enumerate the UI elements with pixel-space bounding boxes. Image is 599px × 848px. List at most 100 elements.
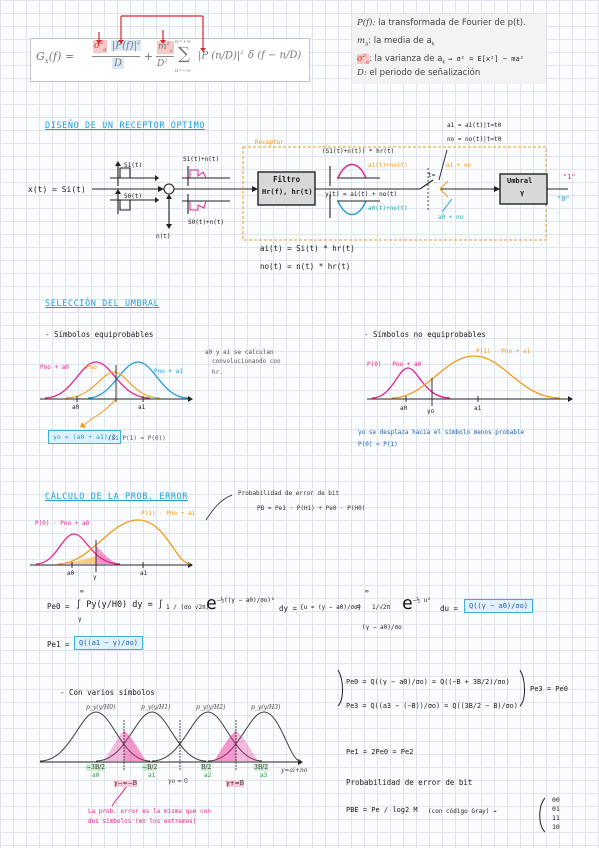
gray-code-3: 10 bbox=[552, 823, 560, 831]
filter-label-1: Filtro bbox=[273, 175, 301, 184]
error-axis-a1: a1 bbox=[140, 570, 148, 577]
bit-error-title: Probabilidad de error de bit bbox=[346, 778, 473, 787]
tick-label-3: 3B/2 bbox=[254, 764, 269, 771]
pe0-exp-2: e−½ u² bbox=[402, 593, 431, 614]
pdf-label-h0: p_y(y/H0) bbox=[86, 704, 116, 711]
noise-label: n(t) bbox=[156, 233, 171, 240]
pe0-frac-2: 1/√2π bbox=[372, 604, 391, 611]
formula-plus: + bbox=[144, 50, 154, 63]
umbral-label-1: Umbral bbox=[507, 177, 533, 185]
multi-axis-label: y=ai+no bbox=[281, 767, 308, 774]
umbral-label-2: γ bbox=[520, 189, 525, 197]
left-axis-a1: a1 bbox=[138, 404, 146, 411]
pe0-integral: ∫ Py(y/H0) dy = ∫ bbox=[76, 600, 163, 610]
formula-m-term: m2a bbox=[157, 41, 174, 54]
sum-bottom-label: S0(t)+n(t) bbox=[188, 219, 225, 226]
error-label-orange: P(1) · Pno + a1 bbox=[141, 510, 196, 517]
tick-sub-3: a3 bbox=[260, 772, 268, 779]
sample-label: t= bbox=[428, 172, 436, 179]
formula-delta-term: δ (f − n/D) bbox=[248, 50, 302, 61]
error-label-pink: P(0) · Pno + a0 bbox=[35, 520, 90, 527]
left-label-blue: Pno + a1 bbox=[154, 368, 183, 375]
gamma-zero: γo = 0 bbox=[168, 778, 188, 785]
brace-result: Pe3 = Pe0 bbox=[530, 685, 568, 693]
left-note-2: convolucionando con bbox=[212, 358, 281, 365]
formula-pf-term: |P(f)|2 bbox=[111, 40, 142, 52]
formula-lhs: Gx(f) = bbox=[36, 50, 75, 66]
right-subtitle: - Símbolos no equiprobables bbox=[364, 330, 486, 339]
legend-item-d: D: el periodo de señalización bbox=[357, 68, 481, 78]
pe1-lhs: Pe1 = bbox=[47, 640, 70, 649]
error-note: Probabilidad de error de bit bbox=[238, 490, 340, 497]
a1n-label: a1(t)+no(t) bbox=[368, 162, 408, 169]
multi-note-1: La prob. error es la misma que con bbox=[88, 808, 211, 815]
formula-sum-top: n=+∞ bbox=[175, 39, 191, 45]
pe0-frac: 1 / (σo √2π) bbox=[166, 604, 210, 611]
gamma-box: γo = (a0 + a1)/2 bbox=[48, 430, 121, 444]
tick-sub-2: a2 bbox=[204, 772, 212, 779]
pbe-equation: PBE = Pe / log2 M bbox=[346, 806, 418, 814]
formula-frac-line-2 bbox=[156, 56, 174, 57]
formula-den-d2: D2 bbox=[157, 58, 168, 69]
gamma-minus: γ−=−B bbox=[114, 780, 138, 787]
eq-no: no(t) = n(t) * hr(t) bbox=[260, 262, 351, 271]
tick-label-1: −B/2 bbox=[142, 764, 158, 771]
legend-item-pf: P(f): la transformada de Fourier de p(t)… bbox=[357, 18, 526, 28]
pe0-eq2: = bbox=[356, 602, 361, 611]
right-axis-a1: a1 bbox=[474, 405, 482, 412]
pe0-lim-upper: ∞ bbox=[80, 588, 84, 595]
section-title-umbral: SELECCIÓN DEL UMBRAL bbox=[45, 299, 160, 309]
error-axis-g: γ bbox=[93, 574, 97, 581]
tick-sub-1: a1 bbox=[148, 772, 156, 779]
receptor-label: Receptor bbox=[255, 139, 284, 146]
legend-item-ma: ma: la media de ak bbox=[357, 36, 435, 48]
legend-box bbox=[352, 14, 546, 84]
pb-equation: PB = Pe1 · P(H1) + Pe0 · P(H0) bbox=[257, 505, 366, 512]
tick-label-2: B/2 bbox=[201, 764, 212, 771]
left-axis-a0: a0 bbox=[72, 404, 80, 411]
sum-top-label: S1(t)+n(t) bbox=[183, 156, 220, 163]
left-subtitle: - Símbolos equiprobables bbox=[45, 330, 154, 339]
formula-den-d: D bbox=[112, 58, 125, 69]
pe0-lim-lower-2: (γ − a0)/σo bbox=[362, 624, 402, 631]
sample-bottom-label: a0 + no bbox=[438, 214, 464, 221]
right-label-orange: P(1) · Pno + a1 bbox=[476, 348, 531, 355]
pe0-result-box: Q((γ − a0)/σo) bbox=[464, 599, 534, 613]
right-label-pink: P(0) · Pno + a0 bbox=[367, 361, 422, 368]
tick-label-0: −3B/2 bbox=[86, 764, 106, 771]
formula-sum-symbol: ∑ bbox=[178, 44, 191, 64]
legend-item-variance: σ2a: la varianza de ak → σ² = E[x²] − ma… bbox=[357, 53, 524, 66]
s0-label: S0(t) bbox=[124, 193, 143, 200]
eq-pe0-multi: Pe0 = Q((γ − a0)/σo) = Q((−B + 3B/2)/σo) bbox=[346, 678, 510, 686]
pe0-lim-upper-2: ∞ bbox=[365, 588, 369, 595]
eq-pe1-multi: Pe1 = 2Pe0 = Pe2 bbox=[346, 748, 414, 756]
input-label: x(t) = Si(t) bbox=[28, 185, 86, 194]
pe0-substitution: {u = (y − a0)/σo} bbox=[300, 604, 362, 611]
pe0-dy: dy = bbox=[279, 604, 298, 613]
right-axis-a0: a0 bbox=[400, 405, 408, 412]
out-1-label: "1" bbox=[563, 173, 576, 181]
conv-top-label: (S1(t)+n(t)) * hr(t) bbox=[322, 148, 395, 155]
pe1-result-box: Q((a1 − γ)/σo) bbox=[74, 636, 144, 650]
eq-ai: ai(t) = Si(t) * hr(t) bbox=[260, 244, 355, 253]
formula-frac-line-1 bbox=[92, 56, 140, 57]
filter-label-2: Hr(f), hr(t) bbox=[262, 188, 313, 196]
gamma-plus: γ+=B bbox=[226, 780, 245, 787]
right-gamma: γo bbox=[427, 408, 435, 415]
section-title-receptor: DISEÑO DE UN RECEPTOR ÓPTIMO bbox=[45, 121, 206, 131]
out-0-label: "0" bbox=[557, 195, 570, 203]
left-note-3: hr. bbox=[212, 369, 223, 376]
pe0-lhs: Pe0 = bbox=[47, 602, 70, 611]
formula-sum-bottom: n=−∞ bbox=[175, 68, 191, 74]
formula-pn-term: |P (n/D)|2 bbox=[198, 50, 244, 62]
pdf-label-h3: p_y(y/H3) bbox=[251, 704, 281, 711]
left-label-pink: Pno + a0 bbox=[40, 364, 69, 371]
formula-sigma-term: σ2a bbox=[93, 40, 108, 53]
right-note: γo se desplaza hacia el símbolo menos pr… bbox=[358, 429, 525, 436]
